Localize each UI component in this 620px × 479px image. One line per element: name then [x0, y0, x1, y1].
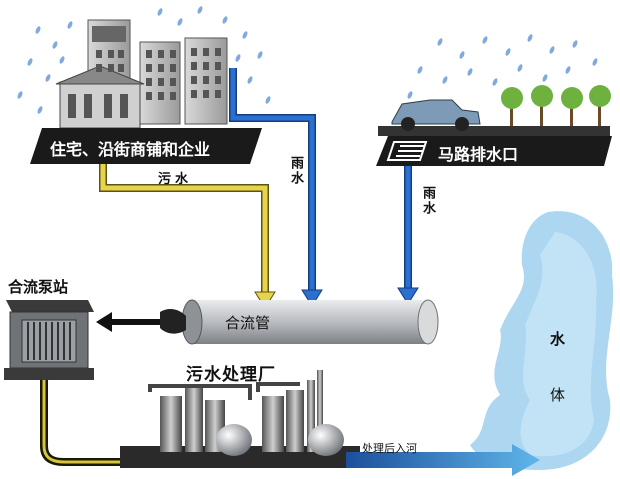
pump-station-roof: [6, 300, 94, 312]
road-scene: [378, 85, 611, 136]
rain-right-arrow-head: [397, 287, 419, 305]
discharge-arrow: [346, 444, 540, 476]
after-treatment-label: 处理后入河: [362, 442, 417, 455]
combined-pipe: [181, 299, 439, 345]
water-body-label-2: 体: [550, 386, 566, 404]
road-drain-banner-bg: [376, 136, 612, 166]
water-body-label-1: 水: [550, 330, 566, 348]
treatment-plant: [120, 370, 360, 468]
combined-pipe-label: 合流管: [225, 314, 271, 332]
residential-banner-bg: [30, 128, 262, 164]
water-body-highlight: [520, 232, 597, 457]
drain-grate-icon: [386, 141, 428, 161]
rain-drops: [17, 6, 598, 114]
rain-left-label: 雨水: [288, 156, 303, 186]
road-drain-banner-label: 马路排水口: [438, 145, 519, 164]
rain-right-label: 雨水: [420, 186, 435, 216]
pump-station-label: 合流泵站: [8, 278, 69, 296]
treatment-plant-label: 污水处理厂: [186, 365, 276, 385]
rain-left-arrow-head: [301, 289, 323, 307]
residential-banner-label: 住宅、沿街商铺和企业: [50, 140, 211, 159]
sewage-label: 污水: [158, 172, 193, 187]
buildings: [55, 19, 228, 129]
